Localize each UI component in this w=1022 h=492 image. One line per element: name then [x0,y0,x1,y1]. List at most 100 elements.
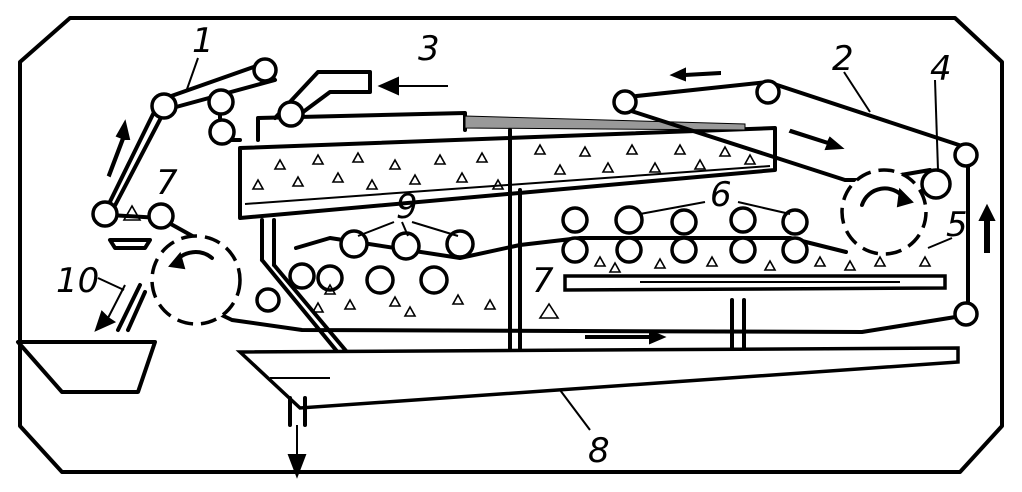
press-roller [781,236,809,264]
solid-particle [388,295,402,307]
granular-layer [464,115,746,131]
press-roller [781,208,809,236]
press-roller [729,236,757,264]
press-roller [316,264,344,292]
marker-7-right [538,302,560,319]
upper-chamber-inner-line [244,165,771,205]
solid-particle [451,293,465,305]
solid-particle [918,255,932,267]
press-roller [670,208,698,236]
solid-particle [673,143,687,155]
solid-particle [763,259,777,271]
label-1: 1 [192,21,214,61]
solid-particle [351,151,365,163]
product-bin [16,340,157,394]
solid-particle [813,255,827,267]
solid-particle [743,153,757,165]
solid-particle [578,145,592,157]
roller [612,89,638,115]
solid-particle [408,173,422,185]
press-roller [670,236,698,264]
solid-particle [273,158,287,170]
solid-particle [331,171,345,183]
solid-particle [311,301,325,313]
label-4: 4 [930,49,952,89]
label-3: 3 [418,29,440,69]
roller [150,92,178,120]
solid-particle [553,163,567,175]
solids-particles [251,143,932,317]
discharge-tray [108,238,152,250]
solid-particle [873,255,887,267]
solid-particle [343,298,357,310]
label-7-right: 7 [532,261,554,301]
label-6: 6 [710,175,732,215]
solid-particle [593,255,607,267]
solid-particle [653,257,667,269]
roller [953,142,979,168]
roller [147,202,175,230]
roller [207,88,235,116]
solid-particle [475,151,489,163]
press-roller [561,236,589,264]
solid-particle [648,161,662,173]
machine-frame [18,16,1004,474]
label-9: 9 [396,187,418,227]
roller [920,168,952,200]
roller [252,57,278,83]
scraper-blade [116,283,147,332]
solid-particle [718,145,732,157]
solid-particle [433,153,447,165]
left-drum [150,234,242,326]
roller [91,200,119,228]
discharge-arrow [94,284,126,332]
roller [255,287,281,313]
upper-chamber [238,126,777,220]
press-roller [729,206,757,234]
solid-particle [388,158,402,170]
roller [208,118,236,146]
leader-lines [97,57,953,431]
press-roller [365,265,395,295]
solid-particle [251,178,265,190]
press-roller [339,229,369,259]
feed-hopper [273,70,372,120]
solid-particle [311,153,325,165]
solid-particle [608,261,622,273]
outlet-arrow [287,425,307,479]
solid-particle [533,143,547,155]
press-roller [615,236,643,264]
press-roller [614,205,644,235]
press-roller [561,206,589,234]
press-roller [445,229,475,259]
solid-particle [403,305,417,317]
press-roller [391,231,421,261]
solid-particle [323,283,337,295]
solid-particle [601,161,615,173]
roller [953,301,979,327]
left-drum-arrow-head [168,251,186,270]
solid-particle [483,298,497,310]
label-2: 2 [832,39,854,79]
feed-arrow [377,76,448,96]
collection-tray [235,346,960,410]
label-10: 10 [56,261,99,301]
solid-particle [843,259,857,271]
direction-arrows [106,67,996,345]
belt-2 [163,80,970,334]
press-roller [419,265,449,295]
marker-7-left [122,204,142,221]
label-8: 8 [588,431,610,471]
solid-particle [455,171,469,183]
roller [755,79,781,105]
solid-particle [365,178,379,190]
label-5: 5 [946,205,968,245]
drive-drum [840,168,928,256]
roller [288,262,316,290]
drum-arrow-head [896,187,914,208]
label-7-left: 7 [156,163,178,203]
solid-particle [693,158,707,170]
solid-particle [291,175,305,187]
